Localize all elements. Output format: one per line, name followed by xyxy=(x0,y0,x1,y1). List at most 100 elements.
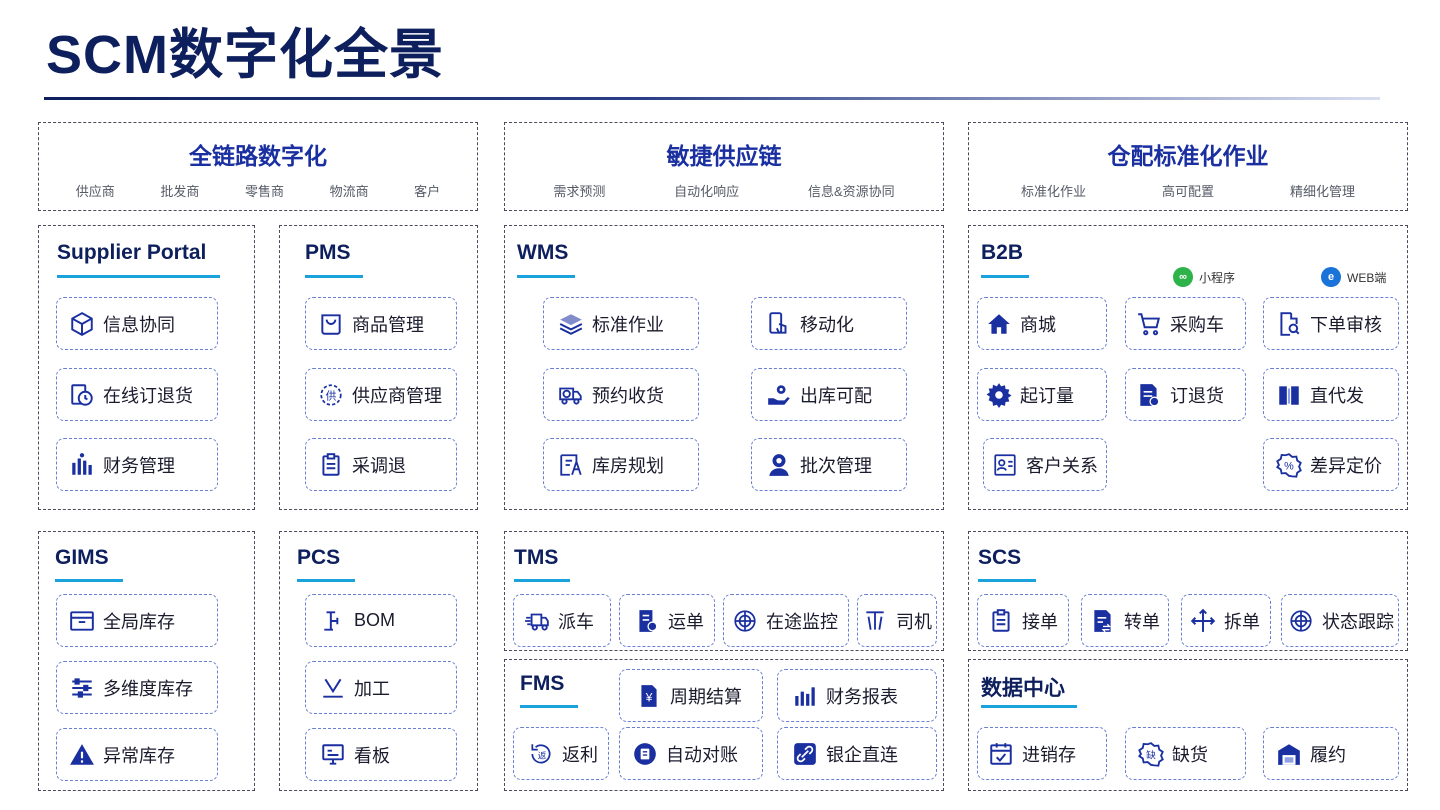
waybill-icon xyxy=(634,608,660,634)
category-title: 全链路数字化 xyxy=(189,143,327,169)
section-title: TMS xyxy=(514,546,559,569)
section-title: PMS xyxy=(305,241,351,264)
module-mobile[interactable]: 移动化 xyxy=(751,297,907,350)
module-multi-dim-inventory[interactable]: 多维度库存 xyxy=(56,661,218,714)
section-fms: FMS ¥ 周期结算 财务报表 返 返利 自动对账 银企直连 xyxy=(504,659,944,791)
section-underline xyxy=(520,705,578,708)
module-drop-ship[interactable]: 直代发 xyxy=(1263,368,1399,421)
module-order-return[interactable]: 订退货 xyxy=(1125,368,1246,421)
module-abnormal-inventory[interactable]: 异常库存 xyxy=(56,728,218,781)
module-booking-receipt[interactable]: 预约收货 xyxy=(543,368,699,421)
page-title: SCM数字化全景 xyxy=(46,25,444,85)
miniapp-channel[interactable]: ∞ 小程序 xyxy=(1173,267,1235,287)
module-mall[interactable]: 商城 xyxy=(977,297,1107,350)
category-sub: 零售商 xyxy=(244,184,284,199)
module-dispatch[interactable]: 派车 xyxy=(513,594,611,647)
module-waybill[interactable]: 运单 xyxy=(619,594,715,647)
clock-doc-icon xyxy=(69,382,95,408)
flow-icon xyxy=(320,608,346,634)
module-product-mgmt[interactable]: 商品管理 xyxy=(305,297,457,350)
module-label: 下单审核 xyxy=(1310,314,1382,335)
bar-report-icon xyxy=(792,683,818,709)
truck-icon xyxy=(524,608,550,634)
section-data-center: 数据中心 进销存 缺 缺货 履约 xyxy=(968,659,1408,791)
module-label: 进销存 xyxy=(1022,744,1076,765)
module-batch-mgmt[interactable]: 批次管理 xyxy=(751,438,907,491)
svg-text:¥: ¥ xyxy=(645,690,653,704)
miniapp-icon: ∞ xyxy=(1173,267,1193,287)
mobile-hand-icon xyxy=(766,311,792,337)
section-underline xyxy=(978,579,1036,582)
section-supplier-portal: Supplier Portal 信息协同 在线订退货 财务管理 xyxy=(38,225,255,510)
module-split-order[interactable]: 拆单 xyxy=(1181,594,1271,647)
module-rebate[interactable]: 返 返利 xyxy=(513,727,609,780)
module-order-review[interactable]: 下单审核 xyxy=(1263,297,1399,350)
shortage-badge-icon: 缺 xyxy=(1138,741,1164,767)
module-processing[interactable]: 加工 xyxy=(305,661,457,714)
title-divider xyxy=(44,97,1380,100)
module-financial-report[interactable]: 财务报表 xyxy=(777,669,937,722)
browser-icon: e xyxy=(1321,267,1341,287)
module-online-order-return[interactable]: 在线订退货 xyxy=(56,368,218,421)
layers-icon xyxy=(558,311,584,337)
module-label: 加工 xyxy=(354,678,390,699)
module-label: 在线订退货 xyxy=(103,385,193,406)
category-sub: 物流商 xyxy=(329,184,369,199)
module-periodic-settlement[interactable]: ¥ 周期结算 xyxy=(619,669,763,722)
category-title: 仓配标准化作业 xyxy=(1107,143,1269,169)
module-label: 采购车 xyxy=(1170,314,1224,335)
module-global-inventory[interactable]: 全局库存 xyxy=(56,594,218,647)
module-accept-order[interactable]: 接单 xyxy=(977,594,1069,647)
web-channel[interactable]: e WEB端 xyxy=(1321,267,1386,287)
monitor-icon xyxy=(320,742,346,768)
module-standard-ops[interactable]: 标准作业 xyxy=(543,297,699,350)
module-customer-relations[interactable]: 客户关系 xyxy=(983,438,1107,491)
section-underline xyxy=(514,579,570,582)
section-title: B2B xyxy=(981,241,1024,264)
category-box-agile: 敏捷供应链 需求预测 自动化响应 信息&资源协同 xyxy=(504,122,944,211)
module-driver[interactable]: 司机 xyxy=(857,594,937,647)
module-label: 财务管理 xyxy=(103,455,175,476)
book-icon xyxy=(1276,382,1302,408)
module-outbound-config[interactable]: 出库可配 xyxy=(751,368,907,421)
section-title: FMS xyxy=(520,672,565,695)
module-label: 出库可配 xyxy=(800,385,872,406)
id-card-icon xyxy=(992,452,1018,478)
module-warehouse-planning[interactable]: 库房规划 xyxy=(543,438,699,491)
module-dashboard[interactable]: 看板 xyxy=(305,728,457,781)
category-sub: 客户 xyxy=(414,184,441,199)
module-stockout[interactable]: 缺 缺货 xyxy=(1125,727,1246,780)
module-status-tracking[interactable]: 状态跟踪 xyxy=(1281,594,1399,647)
hand-gear-icon xyxy=(766,382,792,408)
module-supplier-mgmt[interactable]: 供 供应商管理 xyxy=(305,368,457,421)
module-label: 接单 xyxy=(1022,611,1058,632)
module-auto-reconcile[interactable]: 自动对账 xyxy=(619,727,763,780)
module-purchase-return[interactable]: 采调退 xyxy=(305,438,457,491)
calendar-check-icon xyxy=(988,741,1014,767)
module-label: 派车 xyxy=(558,611,594,632)
sliders-icon xyxy=(69,675,95,701)
module-transfer-order[interactable]: 转单 xyxy=(1081,594,1169,647)
gear-icon xyxy=(986,382,1012,408)
module-inventory-flow[interactable]: 进销存 xyxy=(977,727,1107,780)
module-info-collab[interactable]: 信息协同 xyxy=(56,297,218,350)
svg-text:%: % xyxy=(1284,460,1294,472)
module-transit-monitor[interactable]: 在途监控 xyxy=(723,594,849,647)
module-bom[interactable]: BOM xyxy=(305,594,457,647)
module-finance[interactable]: 财务管理 xyxy=(56,438,218,491)
module-label: 转单 xyxy=(1124,611,1160,632)
module-label: 预约收货 xyxy=(592,385,664,406)
section-title: GIMS xyxy=(55,546,109,569)
module-label: 财务报表 xyxy=(826,686,898,707)
module-diff-pricing[interactable]: % 差异定价 xyxy=(1263,438,1399,491)
section-underline xyxy=(981,705,1077,708)
channel-label: WEB端 xyxy=(1347,270,1387,285)
module-label: 信息协同 xyxy=(103,314,175,335)
module-label: 状态跟踪 xyxy=(1322,611,1394,632)
module-cart[interactable]: 采购车 xyxy=(1125,297,1246,350)
svg-text:缺: 缺 xyxy=(1146,748,1156,761)
module-fulfillment[interactable]: 履约 xyxy=(1263,727,1399,780)
module-min-order[interactable]: 起订量 xyxy=(977,368,1107,421)
category-box-full-chain: 全链路数字化 供应商 批发商 零售商 物流商 客户 xyxy=(38,122,478,211)
module-bank-direct[interactable]: 银企直连 xyxy=(777,727,937,780)
